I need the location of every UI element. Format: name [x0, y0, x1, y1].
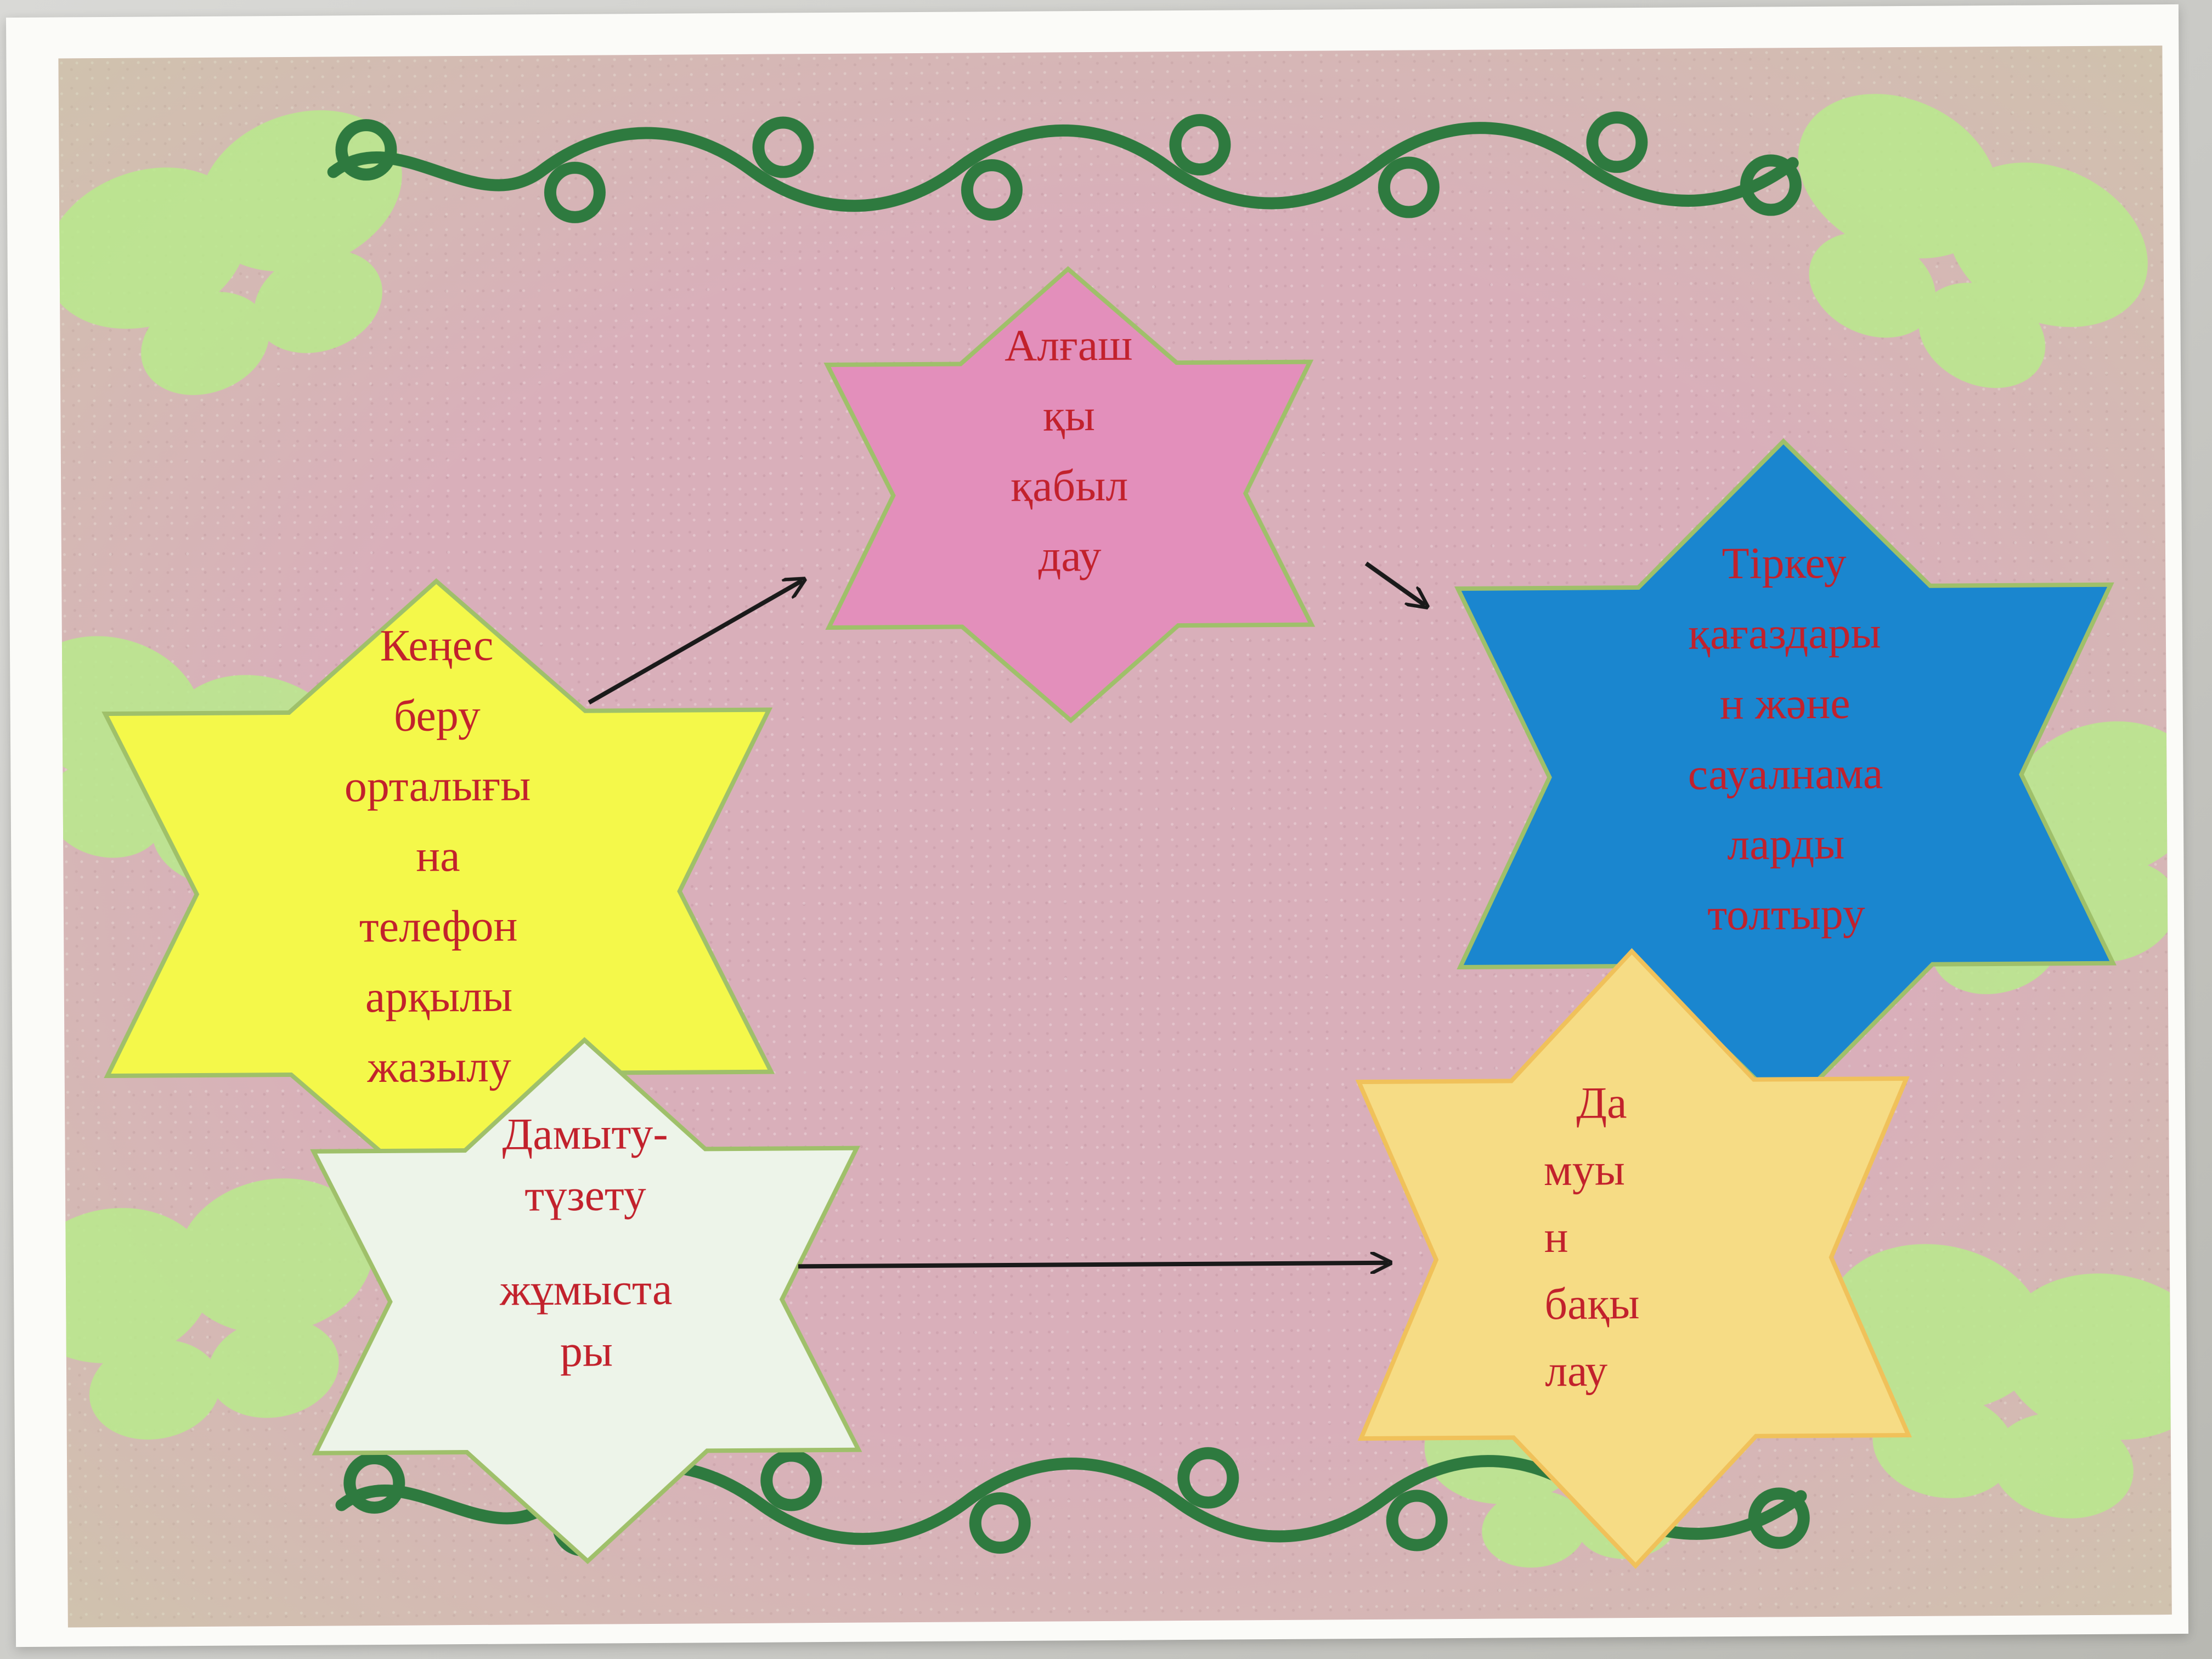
- label-damytu: Дамыту- түзету жұмыста ры: [499, 1108, 673, 1376]
- label-tirkeu: Тіркеу қағаздары н және сауалнама ларды …: [1688, 537, 1883, 940]
- arrow-alfashky-to-tirkeu: [1364, 561, 1425, 606]
- star-alfashky: [823, 266, 1316, 724]
- label-kenes: Кеңес беру орталығы на телефон арқылы жа…: [344, 619, 531, 1092]
- poster: Алғаш қы қабыл дау Кеңес беру орталығы н…: [58, 46, 2172, 1628]
- label-alfashky: Алғаш қы қабыл дау: [1004, 319, 1133, 581]
- star-damytu: [310, 1037, 862, 1565]
- star-damuyn: [1355, 948, 1912, 1569]
- stars-layer: [101, 266, 2117, 1569]
- arrow-kenes-to-alfashky: [588, 580, 803, 705]
- arrow-damytu-to-damuyn: [798, 1263, 1388, 1267]
- paper-sheet: Алғаш қы қабыл дау Кеңес беру орталығы н…: [5, 4, 2189, 1647]
- butterfly-icon: [1798, 94, 2148, 388]
- top-ornament: [327, 111, 1802, 223]
- label-damuyn: Да муы н бақы лау: [1543, 1077, 1640, 1396]
- butterfly-icon: [58, 110, 402, 396]
- arrows-layer: [588, 561, 2171, 1627]
